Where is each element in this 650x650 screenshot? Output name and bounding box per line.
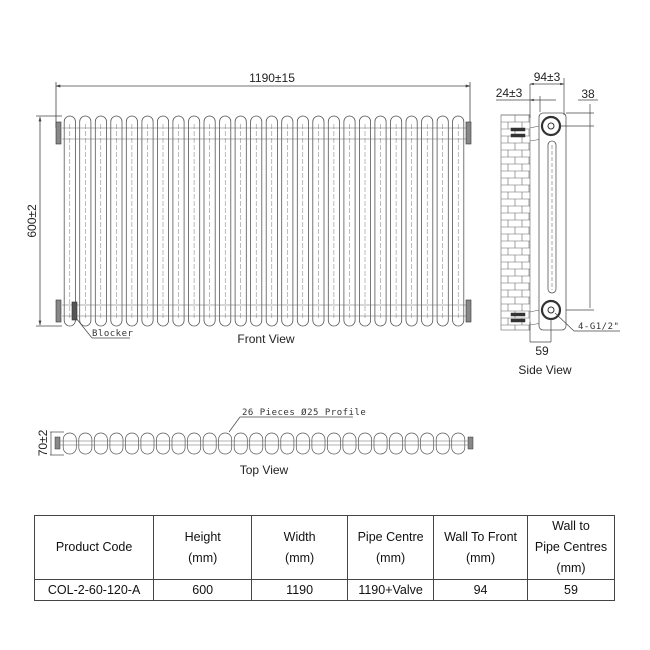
cell-pipe-centre: 1190+Valve <box>347 579 435 601</box>
cell-width: 1190 <box>251 579 349 601</box>
side-depth-dimension <box>529 78 565 118</box>
side-radiator-body <box>538 112 567 331</box>
top-view-title: Top View <box>240 463 289 477</box>
side-pipe-centre-label: 59 <box>535 344 549 358</box>
thread-label: 4-G1/2" <box>578 322 619 332</box>
thread-leader <box>554 312 620 332</box>
side-depth-label: 94±3 <box>534 70 561 84</box>
front-manifold-lines <box>62 127 466 317</box>
cell-height: 600 <box>153 579 253 601</box>
header-product-code: Product Code <box>33 515 155 580</box>
radiator-columns <box>63 115 465 327</box>
front-view-title: Front View <box>237 332 294 346</box>
wall-brackets <box>510 127 526 323</box>
top-view: 70±2 26 Pieces Ø25 Profile Top View <box>36 407 474 477</box>
top-depth-label: 70±2 <box>36 429 50 456</box>
cell-wall-to-pipe-centres: 59 <box>526 579 616 601</box>
side-offset-dimension <box>560 99 598 311</box>
top-columns <box>62 432 466 455</box>
brick-wall <box>500 114 531 331</box>
cell-product-code: COL-2-60-120-A <box>33 579 155 601</box>
front-width-dimension <box>55 82 471 128</box>
header-pipe-centre: Pipe Centre(mm) <box>347 515 435 580</box>
top-depth-dimension <box>50 431 64 456</box>
side-view-title: Side View <box>518 363 571 377</box>
side-view: 94±3 24±3 38 59 4-G1/2" <box>496 70 620 377</box>
front-height-label: 600±2 <box>25 204 39 238</box>
top-axis-lines <box>60 440 468 446</box>
front-view: 1190±15 600±2 Block <box>25 71 472 346</box>
profile-label: 26 Pieces Ø25 Profile <box>242 407 366 418</box>
top-end-plugs <box>54 436 474 450</box>
header-height: Height(mm) <box>153 515 253 580</box>
blocker-label: Blocker <box>92 329 134 339</box>
table-row: COL-2-60-120-A 600 1190 1190+Valve 94 59 <box>33 579 616 601</box>
blocker-leader <box>75 317 130 339</box>
front-end-plugs <box>55 121 472 323</box>
header-wall-to-front: Wall To Front(mm) <box>433 515 528 580</box>
side-pipe-centre-dimension <box>529 318 552 343</box>
front-height-dimension <box>36 115 62 327</box>
pipe-connections <box>540 115 562 321</box>
front-width-label: 1190±15 <box>249 71 295 85</box>
side-wall-gap-label: 24±3 <box>496 86 523 100</box>
spec-table: Product Code Height(mm) Width(mm) Pipe C… <box>33 515 616 601</box>
header-width: Width(mm) <box>251 515 349 580</box>
spec-header-row: Product Code Height(mm) Width(mm) Pipe C… <box>33 515 616 580</box>
profile-leader <box>228 416 353 433</box>
cell-wall-to-front: 94 <box>433 579 528 601</box>
side-wall-gap-dimension <box>496 96 556 112</box>
side-offset-label: 38 <box>581 87 595 101</box>
